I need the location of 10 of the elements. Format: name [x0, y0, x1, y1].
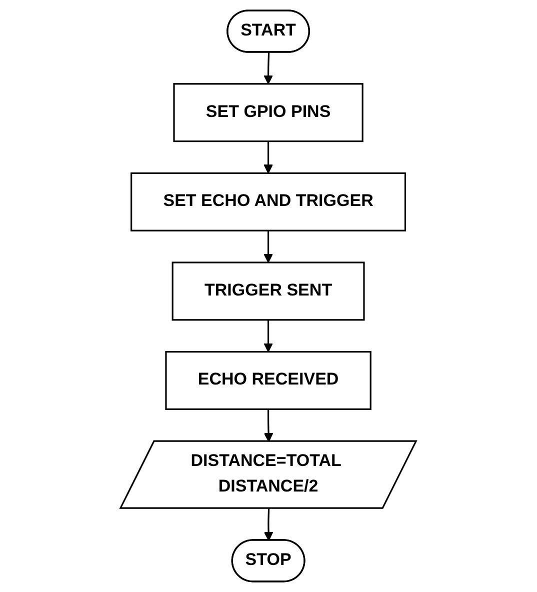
arrow	[264, 52, 274, 84]
arrow	[264, 508, 274, 541]
arrow	[264, 409, 274, 442]
arrow	[264, 320, 274, 352]
node-box: SET GPIO PINS	[173, 83, 364, 142]
arrow	[264, 141, 274, 174]
node-box: ECHO RECEIVED	[165, 351, 372, 410]
node-box: SET ECHO AND TRIGGER	[130, 172, 406, 232]
node-box: TRIGGER SENT	[172, 262, 365, 321]
arrow	[264, 230, 274, 263]
